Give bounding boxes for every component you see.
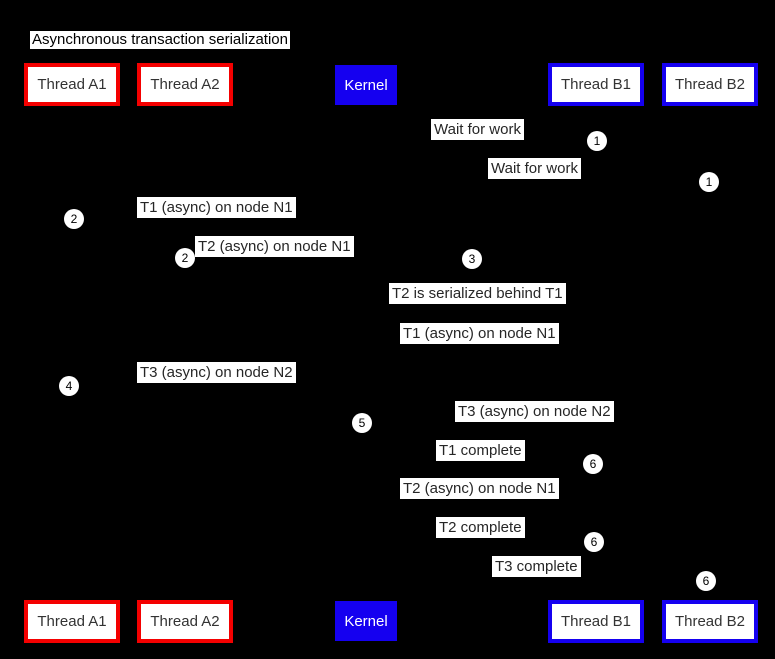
- message-label-9: T1 complete: [436, 440, 525, 461]
- message-label-3: T1 (async) on node N1: [137, 197, 296, 218]
- message-label-2: Wait for work: [488, 158, 581, 179]
- message-label-8: T3 (async) on node N2: [455, 401, 614, 422]
- participant-kernel-top: Kernel: [335, 65, 397, 105]
- message-label-1: Wait for work: [431, 119, 524, 140]
- participant-kernel-bottom: Kernel: [335, 601, 397, 641]
- step-badge-2-3: 2: [64, 209, 84, 229]
- message-label-12: T3 complete: [492, 556, 581, 577]
- step-badge-4-6: 4: [59, 376, 79, 396]
- step-badge-6-10: 6: [696, 571, 716, 591]
- participant-thread-a2-bottom: Thread A2: [137, 600, 233, 643]
- participant-thread-b2-top: Thread B2: [662, 63, 758, 106]
- step-badge-2-4: 2: [175, 248, 195, 268]
- message-label-4: T2 (async) on node N1: [195, 236, 354, 257]
- message-label-6: T1 (async) on node N1: [400, 323, 559, 344]
- participant-thread-a1-top: Thread A1: [24, 63, 120, 106]
- participant-thread-a2-top: Thread A2: [137, 63, 233, 106]
- step-badge-3-5: 3: [462, 249, 482, 269]
- participant-thread-b1-top: Thread B1: [548, 63, 644, 106]
- message-label-5: T2 is serialized behind T1: [389, 283, 566, 304]
- participant-thread-b1-bottom: Thread B1: [548, 600, 644, 643]
- step-badge-5-7: 5: [352, 413, 372, 433]
- diagram-title: Asynchronous transaction serialization: [30, 31, 290, 49]
- message-label-11: T2 complete: [436, 517, 525, 538]
- step-badge-1-1: 1: [587, 131, 607, 151]
- participant-thread-b2-bottom: Thread B2: [662, 600, 758, 643]
- step-badge-1-2: 1: [699, 172, 719, 192]
- message-label-10: T2 (async) on node N1: [400, 478, 559, 499]
- step-badge-6-9: 6: [584, 532, 604, 552]
- participant-thread-a1-bottom: Thread A1: [24, 600, 120, 643]
- step-badge-6-8: 6: [583, 454, 603, 474]
- message-label-7: T3 (async) on node N2: [137, 362, 296, 383]
